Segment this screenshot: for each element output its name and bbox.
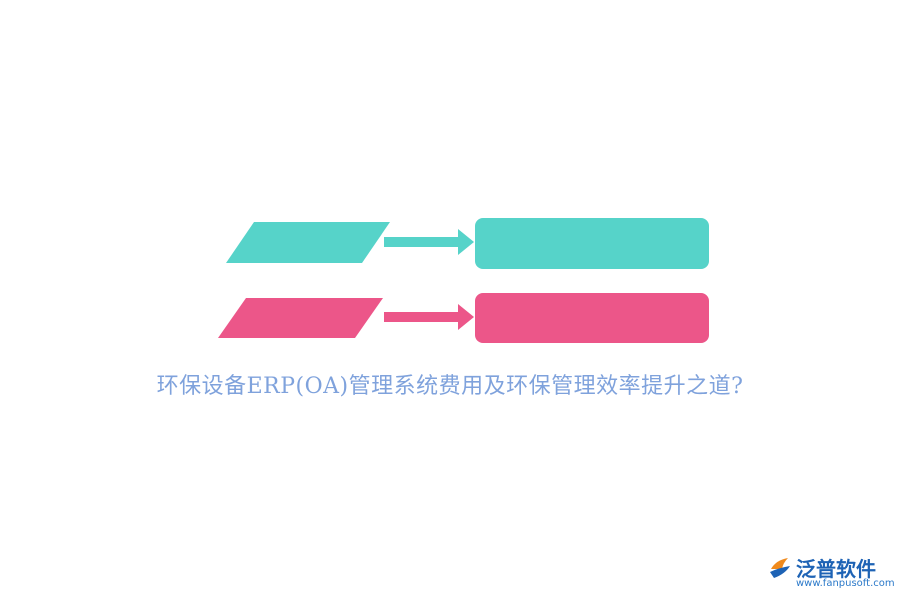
flow-row-1 xyxy=(226,218,709,269)
brand-url: www.fanpusoft.com xyxy=(796,578,895,589)
row-2-parallelogram xyxy=(218,298,383,338)
row-2-arrow-shaft xyxy=(384,312,460,322)
row-1-result-box xyxy=(475,218,709,269)
row-1-arrow-shaft xyxy=(384,237,460,247)
fanpu-logo-icon xyxy=(770,558,790,578)
brand-name: 泛普软件 xyxy=(796,557,876,581)
row-2-arrow-head xyxy=(458,304,474,330)
diagram-title: 环保设备ERP(OA)管理系统费用及环保管理效率提升之道? xyxy=(156,374,744,399)
flow-row-2 xyxy=(218,293,709,343)
row-2-result-box xyxy=(475,293,709,343)
brand-logo[interactable]: 泛普软件 www.fanpusoft.com xyxy=(768,552,895,592)
row-1-arrow-head xyxy=(458,229,474,255)
row-1-parallelogram xyxy=(226,222,390,263)
